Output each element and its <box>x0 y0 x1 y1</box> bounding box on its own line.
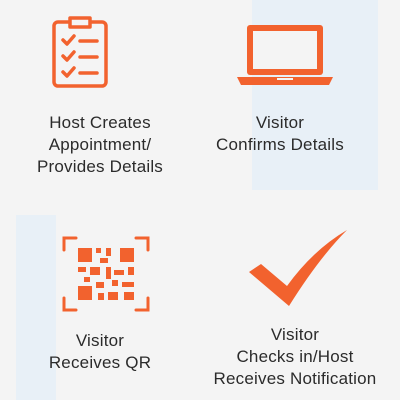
step-label: Visitor Receives QR <box>48 331 152 372</box>
background-panel <box>16 215 56 400</box>
step-visitor-receives-qr: Visitor Receives QR <box>0 200 200 400</box>
step-label: Visitor Checks in/Host Receives Notifica… <box>213 325 377 388</box>
step-label: Visitor Confirms Details <box>216 113 344 154</box>
checkmark-icon <box>249 230 347 306</box>
step-visitor-confirms-details: Visitor Confirms Details <box>195 0 395 200</box>
step-host-creates-appointment: Host Creates Appointment/ Provides Detai… <box>0 0 200 200</box>
laptop-icon <box>237 25 333 85</box>
step-visitor-checks-in: Visitor Checks in/Host Receives Notifica… <box>195 200 395 400</box>
clipboard-checklist-icon <box>52 16 108 88</box>
qr-code-scan-icon <box>62 236 150 312</box>
step-label: Host Creates Appointment/ Provides Detai… <box>36 113 164 176</box>
